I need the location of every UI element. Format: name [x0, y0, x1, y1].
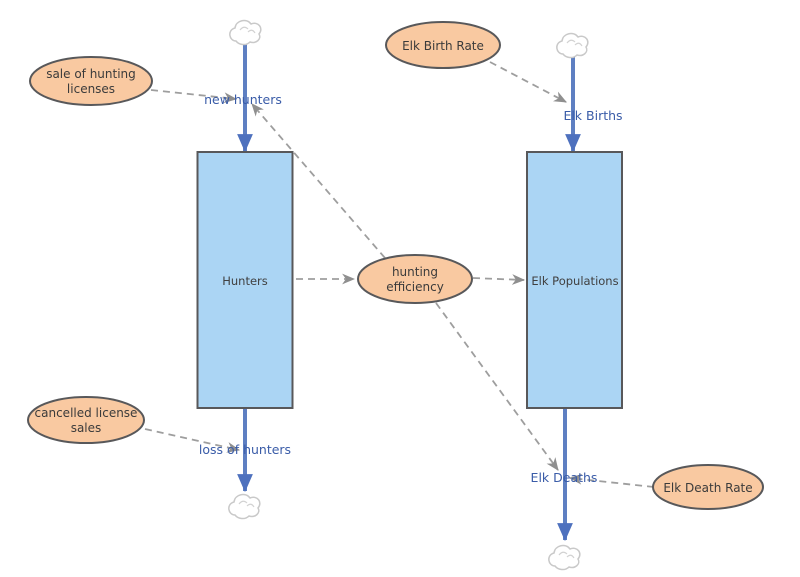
variable-elk-birth-rate[interactable] [385, 21, 501, 69]
variable-sale-of-hunting-licenses-label-line2: licenses [67, 82, 115, 96]
variable-hunting-efficiency[interactable] [357, 254, 473, 304]
stock-hunters-label: Hunters [222, 274, 268, 288]
cloud-layer [228, 19, 589, 571]
stock-layer: Hunters Elk Populations [196, 151, 623, 409]
flow-layer [237, 34, 581, 542]
link-hunting-efficiency-to-elk-deaths[interactable] [435, 302, 559, 471]
cloud-source-new-hunters-icon[interactable] [229, 19, 262, 46]
stock-elk-populations[interactable] [526, 151, 623, 409]
flow-elk-births-label[interactable]: Elk Births [563, 108, 622, 123]
flow-loss-of-hunters-label[interactable]: loss of hunters [199, 442, 291, 457]
link-elk-death-rate-to-elk-deaths[interactable] [568, 473, 655, 488]
link-cancelled-license-sales-to-loss-of-hunters[interactable] [144, 428, 241, 453]
variable-cancelled-license-sales[interactable] [27, 396, 145, 444]
cloud-sink-loss-of-hunters-icon[interactable] [228, 493, 261, 520]
link-hunting-efficiency-to-elk-populations[interactable] [472, 274, 526, 285]
cloud-sink-elk-deaths-icon[interactable] [548, 544, 581, 571]
variable-hunting-efficiency-label-line2: efficiency [386, 280, 444, 294]
variable-sale-of-hunting-licenses[interactable] [29, 56, 153, 106]
variable-elk-death-rate-label: Elk Death Rate [663, 481, 752, 495]
variable-hunting-efficiency-label-line1: hunting [392, 265, 438, 279]
link-layer [144, 61, 655, 488]
link-hunting-efficiency-to-new-hunters[interactable] [251, 103, 386, 259]
variable-elk-death-rate[interactable] [652, 464, 764, 510]
flow-label-layer: new hunters loss of hunters Elk Births E… [199, 92, 623, 485]
stock-elk-populations-label: Elk Populations [531, 274, 618, 288]
flow-elk-deaths-label[interactable]: Elk Deaths [531, 470, 598, 485]
variable-layer: sale of hunting licenses Elk Birth Rate … [27, 21, 764, 510]
variable-cancelled-license-sales-label-line1: cancelled license [35, 406, 138, 420]
link-elk-birth-rate-to-elk-births[interactable] [489, 61, 567, 103]
cloud-source-elk-births-icon[interactable] [556, 32, 589, 59]
variable-sale-of-hunting-licenses-label-line1: sale of hunting [46, 67, 136, 81]
variable-elk-birth-rate-label: Elk Birth Rate [402, 39, 484, 53]
link-sale-of-hunting-licenses-to-new-hunters[interactable] [150, 89, 238, 104]
variable-cancelled-license-sales-label-line2: sales [71, 421, 102, 435]
stock-hunters[interactable] [196, 151, 294, 409]
flow-new-hunters-label[interactable]: new hunters [204, 92, 282, 107]
